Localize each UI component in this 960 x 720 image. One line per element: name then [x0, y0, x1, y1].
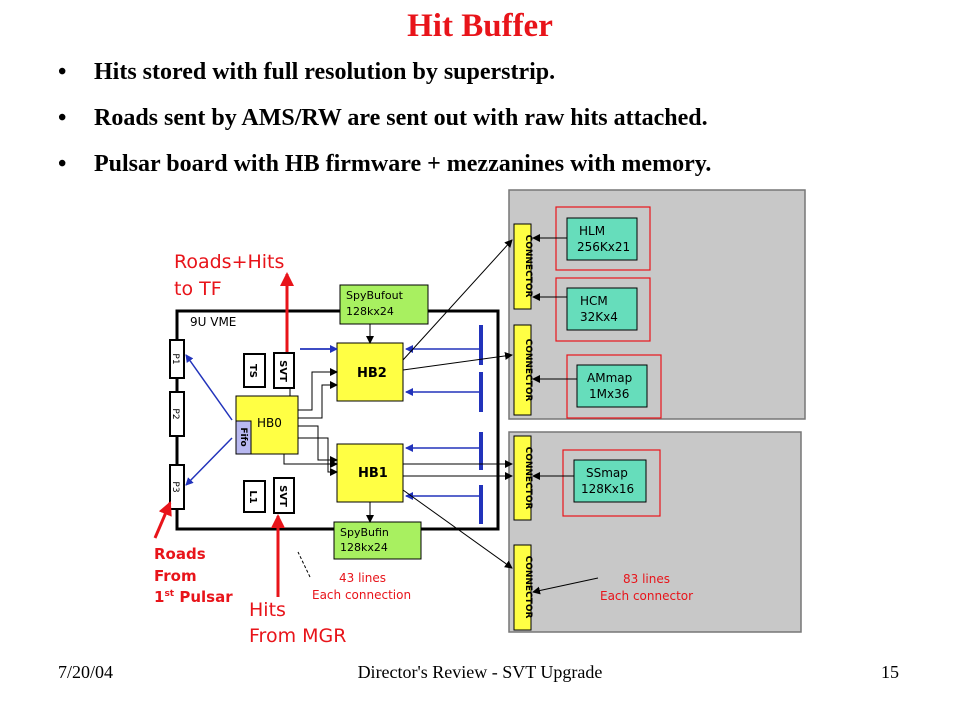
bullet-item: Hits stored with full resolution by supe…	[58, 56, 711, 102]
spybufin-block	[333, 521, 422, 560]
ssmap-chip	[573, 459, 647, 503]
svg-text:128kx24: 128kx24	[340, 541, 388, 554]
svg-text:HB0: HB0	[257, 416, 282, 430]
svg-text:HB2: HB2	[357, 366, 387, 381]
bullet-item: Roads sent by AMS/RW are sent out with r…	[58, 102, 711, 148]
connector-2: CONNECTOR	[513, 324, 533, 416]
roads-from-label-3: 1st Pulsar	[154, 588, 233, 606]
p3-connector	[169, 464, 185, 510]
footer-title: Director's Review - SVT Upgrade	[357, 662, 603, 682]
connector-4: CONNECTOR	[513, 544, 533, 631]
footer-date: 7/20/04	[58, 662, 114, 682]
svg-text:CONNECTOR: CONNECTOR	[523, 556, 533, 619]
footer-page-number: 15	[881, 662, 899, 682]
roads-from-label-1: Roads	[154, 545, 206, 563]
connector-3: CONNECTOR	[513, 435, 533, 521]
svg-text:TS: TS	[247, 364, 258, 378]
ammap-label: AMmap	[587, 371, 632, 385]
mezzanine-board-top	[508, 189, 806, 420]
p1-connector	[169, 339, 185, 379]
lines83-label-1: 83 lines	[623, 572, 670, 586]
ssmap-size: 128Kx16	[581, 482, 634, 496]
hlm-size: 256Kx21	[577, 240, 630, 254]
svg-text:CONNECTOR: CONNECTOR	[523, 235, 533, 298]
hits-from-label-2: From MGR	[249, 625, 346, 647]
hcm-label: HCM	[580, 294, 608, 308]
roads-hits-label-2: to TF	[174, 278, 222, 300]
hlm-chip	[566, 217, 638, 261]
vme-board-label: 9U VME	[190, 315, 236, 329]
lines43-label-2: Each connection	[312, 588, 411, 602]
svg-text:Fifo: Fifo	[238, 427, 248, 446]
hb1-chip	[336, 443, 404, 503]
internal-wiring	[283, 368, 338, 476]
svt-top-connector	[273, 352, 295, 389]
fifo-block	[235, 420, 252, 455]
roads-hits-label-1: Roads+Hits	[174, 251, 284, 273]
svg-text:P2: P2	[170, 408, 180, 419]
ammap-size: 1Mx36	[589, 387, 629, 401]
svg-text:SpyBufout: SpyBufout	[346, 289, 404, 302]
svg-text:P1: P1	[170, 353, 180, 364]
svg-text:P3: P3	[170, 481, 180, 492]
hb-to-mezzanine-arrows	[402, 239, 513, 569]
bullet-item: Pulsar board with HB firmware + mezzanin…	[58, 148, 711, 194]
connector-1: CONNECTOR	[513, 223, 533, 310]
svg-text:CONNECTOR: CONNECTOR	[523, 447, 533, 510]
ammap-chip	[576, 364, 648, 408]
ssmap-label: SSmap	[586, 466, 628, 480]
roads-in-arrow	[153, 501, 172, 539]
l1-connector	[243, 480, 266, 513]
hlm-label: HLM	[579, 224, 605, 238]
lines43-label-1: 43 lines	[339, 571, 386, 585]
svg-text:HB1: HB1	[358, 466, 388, 481]
svg-text:SpyBufin: SpyBufin	[340, 526, 389, 539]
roads-from-label-2: From	[154, 567, 197, 585]
hcm-size: 32Kx4	[580, 310, 618, 324]
svg-text:SVT: SVT	[277, 485, 288, 507]
svt-bottom-connector	[273, 477, 295, 514]
spybufout-block	[339, 284, 429, 325]
svg-text:L1: L1	[247, 490, 258, 503]
mezzanine-board-bottom	[508, 431, 802, 633]
lines83-label-2: Each connector	[600, 589, 693, 603]
svg-text:128kx24: 128kx24	[346, 305, 394, 318]
svg-text:SVT: SVT	[277, 360, 288, 382]
ts-connector	[243, 353, 266, 388]
svg-text:CONNECTOR: CONNECTOR	[523, 339, 533, 402]
bullet-list: Hits stored with full resolution by supe…	[58, 56, 711, 194]
slide-title: Hit Buffer	[407, 8, 553, 44]
hcm-chip	[566, 287, 638, 331]
bus-lines	[185, 325, 483, 524]
hits-from-label-1: Hits	[249, 599, 286, 621]
p2-connector	[169, 391, 185, 437]
